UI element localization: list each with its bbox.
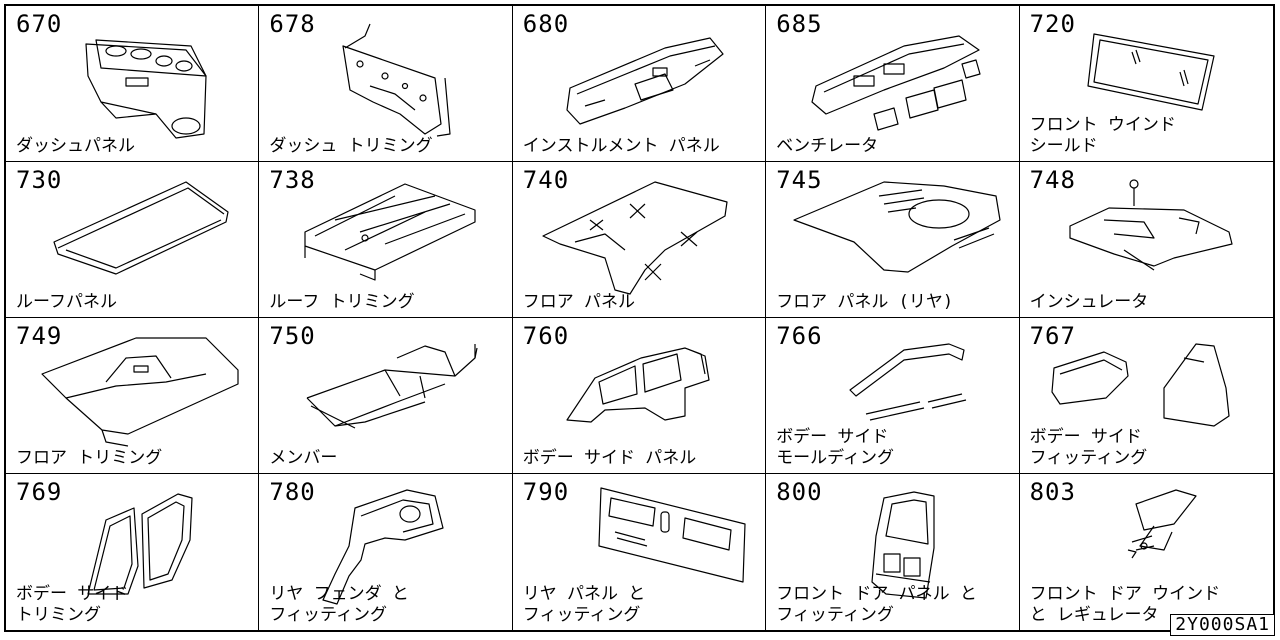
rear-floor-panel-icon	[793, 181, 1001, 273]
part-cell-800[interactable]: 800 フロント ドア パネル と フィッティング	[766, 474, 1020, 630]
part-number: 685	[776, 10, 823, 38]
part-name: フロア パネル (リヤ)	[776, 292, 954, 312]
diagram-code: 2Y000SA1	[1170, 614, 1275, 636]
dash-trimming-icon	[342, 23, 451, 137]
part-name: インストルメント パネル	[522, 136, 720, 156]
part-name: フロント ドア ウインド と レギュレータ	[1029, 584, 1221, 625]
part-cell-749[interactable]: 749 フロア トリミング	[6, 318, 260, 474]
part-number: 680	[522, 10, 570, 38]
side-molding-icon	[849, 343, 967, 421]
parts-index-grid: 670 ダッシュパネル 678 ダッシュ トリミング 680 インストルメント …	[4, 4, 1275, 632]
part-cell-760[interactable]: 760 ボデー サイド パネル	[512, 318, 767, 474]
part-number: 749	[16, 322, 63, 350]
part-name: リヤ パネル と フィッティング	[522, 584, 646, 625]
part-name: フロント ドア パネル と フィッティング	[776, 584, 977, 625]
roof-trimming-icon	[304, 183, 476, 281]
part-name: ボデー サイド トリミング	[16, 584, 129, 625]
part-cell-720[interactable]: 720 フロント ウインド シールド	[1019, 6, 1273, 162]
part-cell-745[interactable]: 745 フロア パネル (リヤ)	[766, 162, 1020, 318]
part-name: フロア トリミング	[16, 448, 163, 468]
part-name: メンバー	[269, 448, 338, 468]
part-name: ルーフ トリミング	[269, 292, 415, 312]
body-side-panel-icon	[566, 347, 710, 423]
part-cell-767[interactable]: 767 ボデー サイド フィッティング	[1019, 318, 1273, 474]
dash-panel-icon	[85, 39, 207, 139]
insulator-icon	[1068, 179, 1233, 271]
part-number: 767	[1029, 322, 1076, 350]
part-cell-750[interactable]: 750 メンバー	[259, 318, 513, 474]
part-number: 790	[522, 478, 570, 506]
part-name: フロント ウインド シールド	[1029, 115, 1176, 156]
part-name: ダッシュ トリミング	[269, 136, 433, 156]
part-name: インシュレータ	[1029, 292, 1149, 312]
part-cell-730[interactable]: 730 ルーフパネル	[6, 162, 260, 318]
side-trimming-icon	[87, 493, 193, 595]
part-name: フロア パネル	[522, 292, 636, 312]
part-cell-769[interactable]: 769 ボデー サイド トリミング	[6, 474, 260, 630]
part-number: 720	[1029, 10, 1076, 38]
front-door-icon	[871, 491, 935, 599]
door-window-regulator-icon	[1127, 489, 1197, 559]
part-number: 780	[269, 478, 316, 506]
part-cell-680[interactable]: 680 インストルメント パネル	[512, 6, 767, 162]
roof-panel-icon	[53, 181, 229, 275]
part-cell-748[interactable]: 748 インシュレータ	[1019, 162, 1273, 318]
part-number: 678	[269, 10, 316, 38]
part-number: 740	[522, 166, 570, 194]
part-cell-803[interactable]: 803 フロント ドア ウインド と レギュレータ	[1020, 474, 1273, 630]
part-name: ダッシュパネル	[16, 136, 135, 156]
part-number: 670	[16, 10, 63, 38]
part-number: 750	[269, 322, 316, 350]
part-number: 760	[522, 322, 570, 350]
part-number: 769	[16, 478, 63, 506]
instrument-panel-icon	[566, 37, 724, 125]
part-number: 800	[776, 478, 823, 506]
part-number: 738	[269, 166, 316, 194]
rear-fender-icon	[322, 489, 444, 605]
part-name: ベンチレータ	[776, 136, 879, 156]
rear-panel-icon	[598, 487, 746, 583]
part-cell-670[interactable]: 670 ダッシュパネル	[6, 6, 260, 162]
member-frame-icon	[306, 344, 478, 429]
part-cell-790[interactable]: 790 リヤ パネル と フィッティング	[513, 474, 767, 630]
part-cell-766[interactable]: 766 ボデー サイド モールディング	[766, 318, 1020, 474]
part-number: 730	[16, 166, 63, 194]
part-cell-738[interactable]: 738 ルーフ トリミング	[259, 162, 513, 318]
part-name: ボデー サイド フィッティング	[1029, 427, 1148, 468]
ventilator-icon	[811, 35, 981, 131]
floor-trimming-icon	[41, 337, 239, 447]
part-name: ボデー サイド パネル	[522, 448, 697, 468]
part-number: 766	[776, 322, 823, 350]
part-name: ボデー サイド モールディング	[776, 427, 894, 468]
part-name: ルーフパネル	[16, 292, 117, 312]
part-cell-678[interactable]: 678 ダッシュ トリミング	[259, 6, 513, 162]
part-number: 803	[1029, 478, 1076, 506]
part-cell-685[interactable]: 685 ベンチレータ	[766, 6, 1020, 162]
part-cell-740[interactable]: 740 フロア パネル	[512, 162, 767, 318]
part-number: 748	[1029, 166, 1076, 194]
floor-panel-icon	[542, 181, 728, 295]
part-cell-780[interactable]: 780 リヤ フェンダ と フィッティング	[259, 474, 513, 630]
windshield-icon	[1086, 33, 1215, 111]
part-number: 745	[776, 166, 823, 194]
part-name: リヤ フェンダ と フィッティング	[269, 584, 409, 625]
side-fitting-icon	[1050, 343, 1230, 427]
